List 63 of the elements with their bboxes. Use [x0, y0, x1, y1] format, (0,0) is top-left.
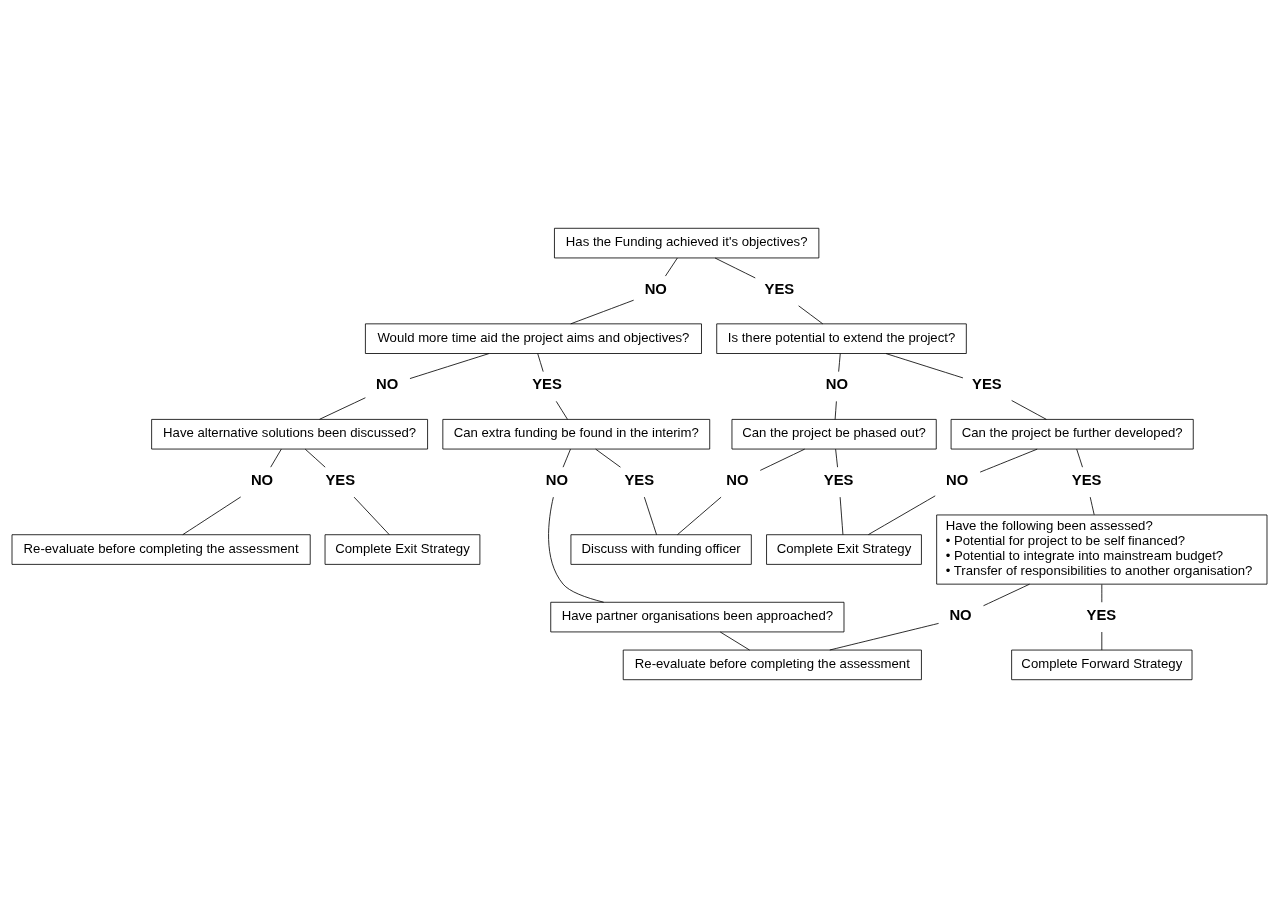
node-text: NO	[946, 471, 969, 488]
connector	[885, 353, 964, 379]
connector	[548, 496, 605, 603]
node-text: NO	[825, 376, 849, 393]
connector	[570, 299, 635, 325]
connector	[839, 496, 844, 536]
connector	[1076, 448, 1083, 468]
node-box: Is there potential to extend the project?	[716, 323, 967, 354]
node-text: NO	[545, 471, 569, 488]
connector	[1011, 400, 1047, 420]
node-text: YES	[823, 471, 854, 488]
connector	[719, 631, 750, 651]
node-box: Have alternative solutions been discussed?	[151, 419, 428, 450]
connector	[555, 400, 568, 420]
node-text: YES	[1086, 606, 1117, 623]
node-box: Discuss with funding officer	[570, 534, 752, 565]
node-box: Would more time aid the project aims and objectives?	[365, 323, 702, 354]
node-box: Can the project be phased out?	[731, 419, 937, 450]
connector	[643, 496, 657, 536]
node-box: Re-evaluate before completing the assessment	[11, 534, 311, 565]
connector	[409, 353, 490, 379]
connector	[714, 257, 756, 279]
connector	[1101, 584, 1103, 603]
node-text: NO	[644, 280, 667, 297]
connector	[867, 495, 936, 535]
node-box: Complete Exit Strategy	[324, 534, 481, 565]
connector	[665, 257, 678, 277]
node-text: NO	[949, 606, 972, 623]
connector	[182, 496, 242, 536]
node-box: Re-evaluate before completing the assessment	[622, 649, 922, 681]
node-box: Complete Exit Strategy	[766, 534, 922, 565]
connector	[798, 305, 824, 325]
connector	[983, 583, 1030, 607]
connector	[304, 448, 326, 468]
node-box: Can extra funding be found in the interim?	[442, 419, 711, 450]
node-text: YES	[325, 471, 356, 488]
connector	[562, 448, 571, 468]
connector	[537, 353, 544, 373]
node-text: YES	[972, 376, 1002, 393]
connector	[1101, 631, 1103, 651]
connector	[759, 448, 806, 471]
node-box: Have partner organisations been approached?	[550, 601, 845, 633]
connector	[834, 400, 837, 420]
connector	[1089, 496, 1095, 516]
node-box: Has the Funding achieved it's objectives?	[554, 227, 820, 259]
connector	[835, 448, 838, 468]
connector	[838, 353, 841, 373]
connector	[319, 397, 366, 420]
node-text: YES	[1071, 471, 1102, 488]
node-box: Can the project be further developed?	[950, 419, 1194, 450]
connector	[677, 496, 722, 536]
node-box: Have the following been assessed? • Potential for project to be self financed? • Potential to integrate into mainstream budget? • Transfer of responsibilities to another organisation?	[936, 514, 1268, 585]
node-text: YES	[764, 280, 795, 297]
node-box: Complete Forward Strategy	[1011, 649, 1193, 681]
connector	[270, 448, 282, 468]
node-text: NO	[250, 471, 274, 488]
node-text: NO	[726, 471, 749, 488]
node-text: YES	[624, 471, 655, 488]
node-text: NO	[376, 376, 399, 393]
connector	[979, 448, 1038, 473]
connector	[595, 448, 621, 468]
node-text: YES	[532, 376, 562, 393]
connector	[353, 496, 390, 536]
